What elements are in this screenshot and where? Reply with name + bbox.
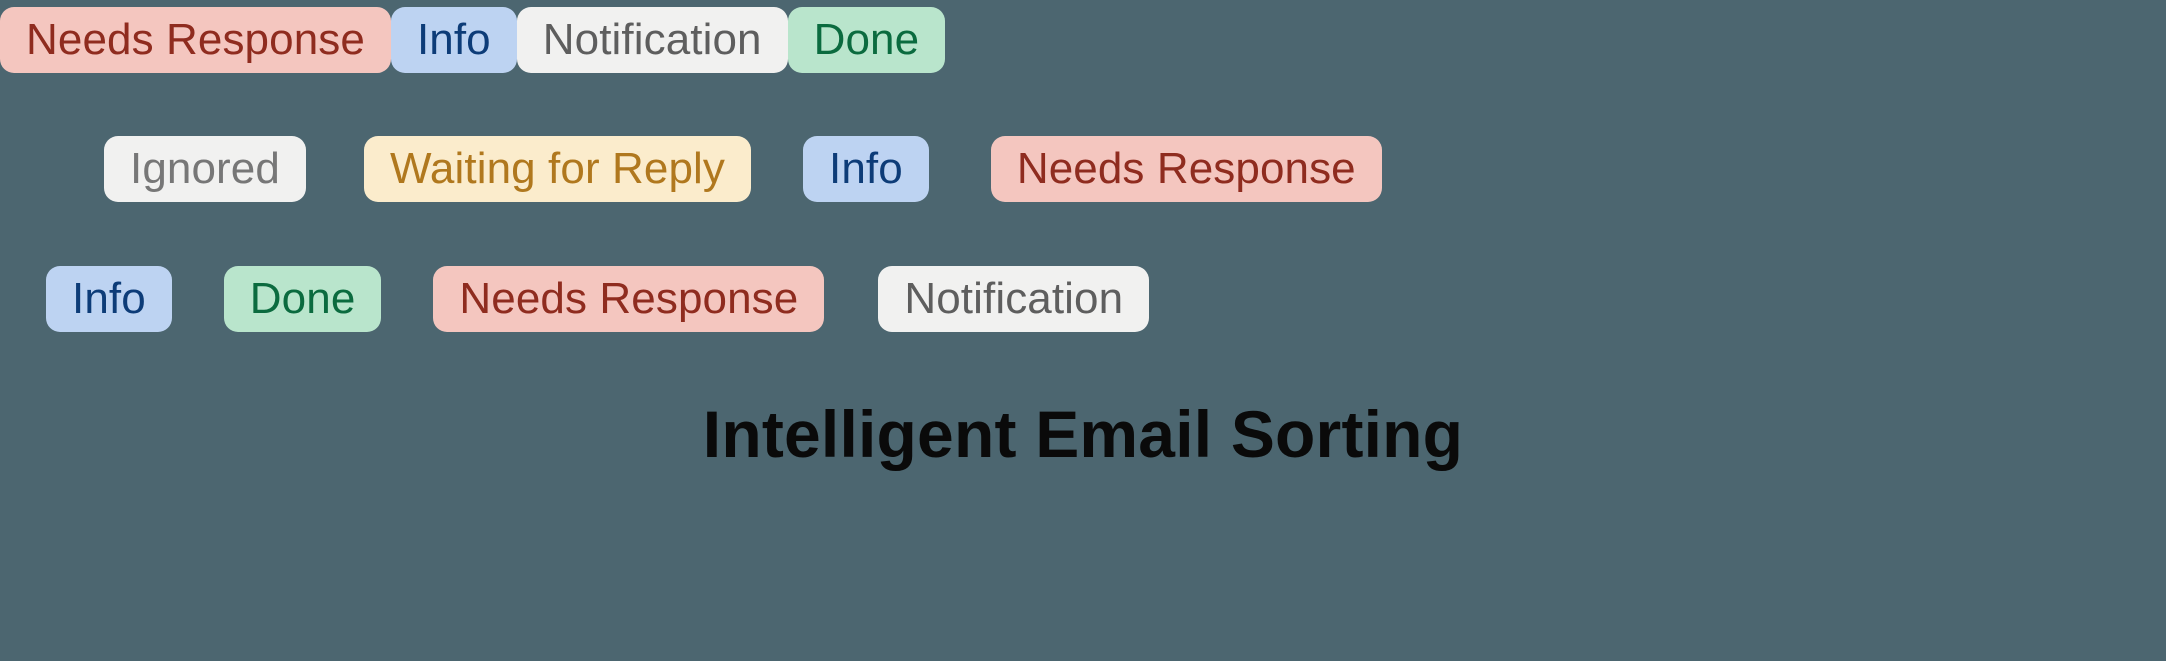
badge-info[interactable]: Info — [46, 266, 172, 332]
badge-needs-response[interactable]: Needs Response — [433, 266, 825, 332]
badge-done[interactable]: Done — [223, 266, 382, 332]
badge-info[interactable]: Info — [803, 136, 929, 202]
badge-waiting-for-reply[interactable]: Waiting for Reply — [363, 136, 752, 202]
badge-notification[interactable]: Notification — [878, 266, 1150, 332]
badge-info[interactable]: Info — [390, 7, 517, 73]
badge-row-2: Ignored Waiting for Reply Info Needs Res… — [104, 136, 1382, 202]
badge-row-3: Info Done Needs Response Notification — [46, 266, 1150, 332]
badge-needs-response[interactable]: Needs Response — [0, 7, 391, 73]
page-title: Intelligent Email Sorting — [702, 397, 1464, 471]
badge-row-1: Needs Response Info Notification Done — [0, 7, 946, 73]
badge-notification[interactable]: Notification — [516, 7, 788, 73]
badge-ignored[interactable]: Ignored — [104, 136, 306, 202]
badge-done[interactable]: Done — [787, 7, 946, 73]
badge-needs-response[interactable]: Needs Response — [990, 136, 1382, 202]
